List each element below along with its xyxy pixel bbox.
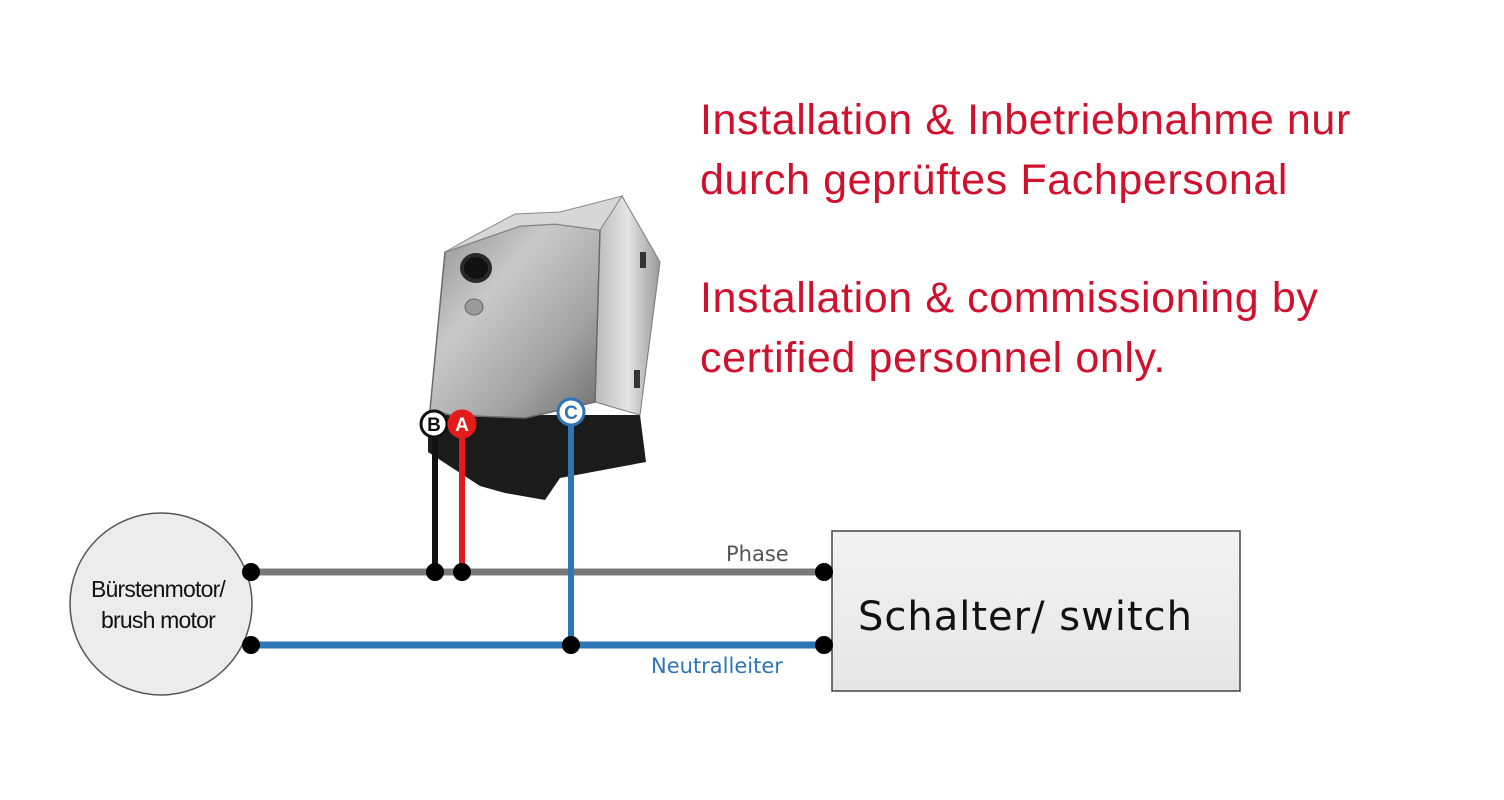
warning-text-german: Installation & Inbetriebnahme nur durch … bbox=[700, 90, 1351, 210]
terminal-c: C bbox=[556, 397, 586, 427]
warning-english-line-2: certified personnel only. bbox=[700, 334, 1166, 382]
neutral-label: Neutralleiter bbox=[651, 654, 783, 678]
terminal-a: A bbox=[447, 409, 477, 439]
switch-box bbox=[831, 530, 1241, 692]
terminal-a-node bbox=[453, 563, 471, 581]
terminal-a-letter: A bbox=[455, 415, 469, 436]
switch-neutral-node bbox=[815, 636, 833, 654]
warning-german-line-1: Installation & Inbetriebnahme nur bbox=[700, 96, 1351, 144]
motor-circle bbox=[69, 512, 253, 696]
switch-phase-node bbox=[815, 563, 833, 581]
switch-label: Schalter/ switch bbox=[858, 594, 1193, 640]
motor-phase-node bbox=[242, 563, 260, 581]
motor-label-line-1: Bürstenmotor/ bbox=[90, 576, 226, 602]
motor-label-line-2: brush motor bbox=[101, 607, 216, 633]
terminal-b: B bbox=[419, 409, 449, 439]
motor-neutral-node bbox=[242, 636, 260, 654]
warning-english-line-1: Installation & commissioning by bbox=[700, 274, 1319, 322]
warning-text-english: Installation & commissioning by certifie… bbox=[700, 268, 1318, 388]
terminal-b-letter: B bbox=[427, 415, 441, 436]
terminal-c-node bbox=[562, 636, 580, 654]
soft-start-module-icon bbox=[428, 195, 661, 500]
motor-label: Bürstenmotor/ brush motor bbox=[58, 574, 258, 636]
warning-german-line-2: durch geprüftes Fachpersonal bbox=[700, 156, 1289, 204]
terminal-c-letter: C bbox=[564, 403, 578, 424]
terminal-b-node bbox=[426, 563, 444, 581]
phase-label: Phase bbox=[726, 542, 789, 566]
